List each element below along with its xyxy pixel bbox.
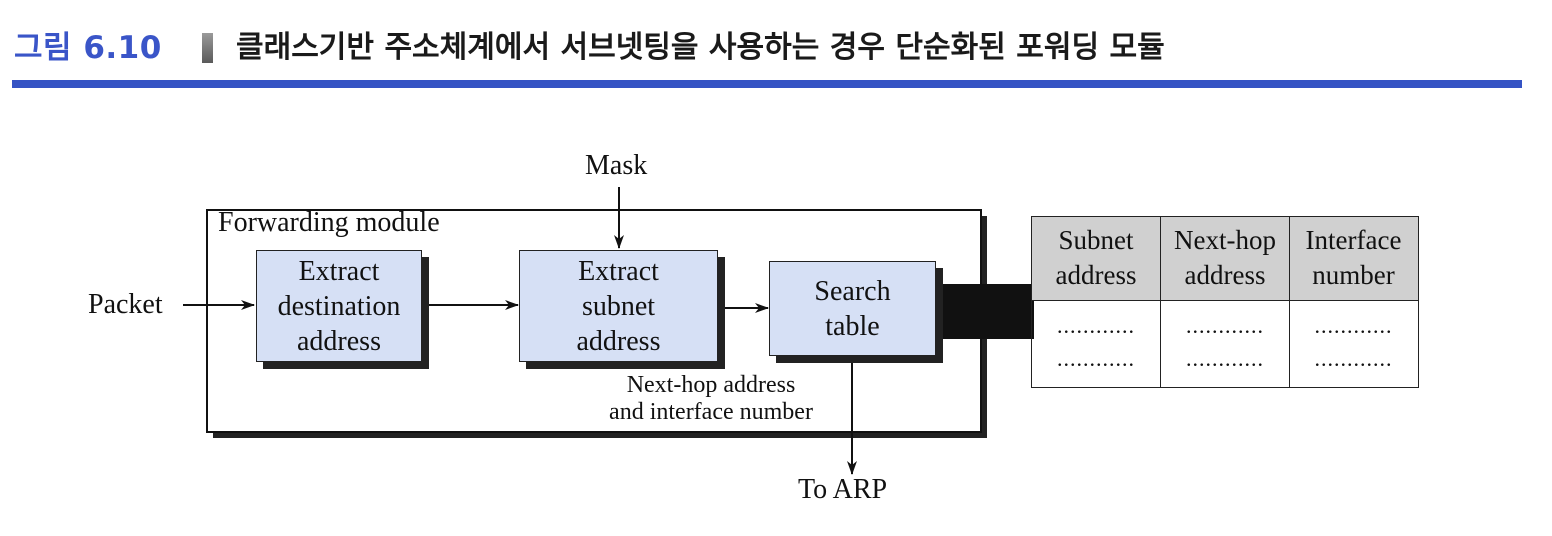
table-header-cell: Interface number (1290, 223, 1417, 293)
table-cell: ............ (1186, 346, 1264, 371)
box-line: address (576, 325, 661, 357)
box-line: destination (277, 290, 401, 322)
table-column-nexthop: Next-hop address ............ ..........… (1161, 217, 1290, 387)
table-cell: ............ (1186, 313, 1264, 338)
header-rule (12, 80, 1522, 88)
search-table-box: Search table (769, 261, 936, 356)
figure-header: 그림 6.10 클래스기반 주소체계에서 서브넷팅을 사용하는 경우 단순화된 … (14, 14, 1522, 74)
extract-destination-box: Extract destination address (256, 250, 422, 362)
box-line: address (297, 325, 381, 357)
header-line: Next-hop (1174, 225, 1276, 255)
table-cell: ............ (1057, 346, 1135, 371)
table-header-cell: Subnet address (1032, 223, 1160, 293)
output-note: Next-hop address and interface number (593, 372, 829, 426)
header-line: number (1312, 260, 1395, 290)
figure-title: 클래스기반 주소체계에서 서브넷팅을 사용하는 경우 단순화된 포워딩 모듈 (236, 30, 1165, 65)
module-label: Forwarding module (218, 207, 440, 238)
header-line: address (1184, 260, 1266, 290)
table-connector (936, 284, 1034, 339)
box-line: subnet (581, 290, 656, 322)
box-line: Extract (578, 255, 659, 287)
table-column-interface: Interface number ............ ..........… (1290, 217, 1417, 387)
table-cell: ............ (1314, 346, 1393, 371)
mask-label: Mask (585, 150, 648, 181)
table-cell: ............ (1057, 313, 1135, 338)
figure-label: 그림 6.10 (14, 30, 162, 66)
output-note-line: Next-hop address (626, 372, 796, 398)
extract-subnet-box: Extract subnet address (519, 250, 718, 362)
header-line: Interface (1305, 225, 1402, 255)
output-note-line: and interface number (609, 399, 813, 425)
routing-table: Subnet address ............ ............… (1031, 216, 1419, 388)
figure-marker-icon (202, 33, 213, 63)
arp-label: To ARP (798, 474, 888, 505)
box-line: Search (814, 275, 891, 307)
packet-label: Packet (88, 289, 163, 320)
table-header-cell: Next-hop address (1161, 223, 1289, 293)
box-line: table (825, 310, 880, 342)
box-line: Extract (298, 255, 380, 287)
header-line: address (1055, 260, 1137, 290)
table-cell: ............ (1314, 313, 1393, 338)
table-header (1032, 217, 1418, 301)
header-line: Subnet (1058, 225, 1134, 255)
table-column-subnet: Subnet address ............ ............ (1032, 217, 1161, 387)
